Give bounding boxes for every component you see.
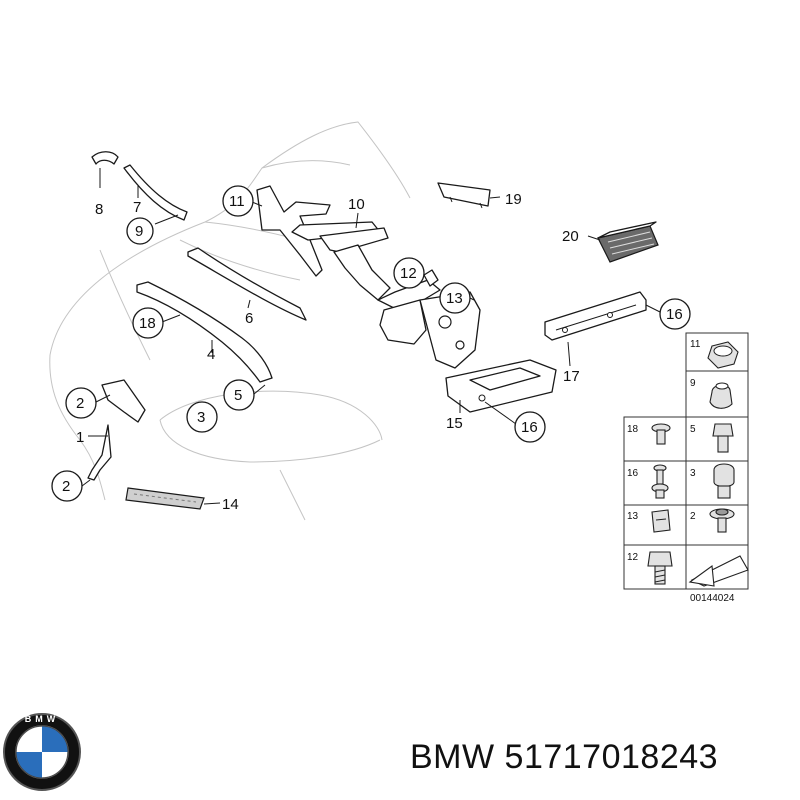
stud-16-icon — [651, 464, 669, 499]
car-outline — [49, 121, 411, 521]
washer-screw-2-icon — [709, 508, 735, 533]
callout-18-circle — [132, 307, 164, 339]
brand-name: BMW — [410, 738, 495, 776]
callout-2a: 2 — [76, 395, 84, 412]
callout-16b: 16 — [521, 419, 538, 436]
part-15-plate — [445, 359, 557, 413]
callout-8: 8 — [95, 201, 103, 218]
part-14-strip — [125, 487, 205, 510]
leader-lines — [81, 168, 663, 505]
callout-9: 9 — [135, 223, 143, 240]
callout-10: 10 — [348, 196, 365, 213]
callout-11: 11 — [229, 193, 245, 210]
bmw-logo-icon: BMW — [3, 713, 81, 791]
part-7-rod — [123, 164, 188, 221]
table-label-2: 2 — [690, 511, 696, 522]
callout-5: 5 — [234, 387, 242, 404]
table-label-5: 5 — [690, 424, 696, 435]
callout-3: 3 — [197, 409, 205, 426]
callout-4: 4 — [207, 346, 215, 363]
callout-5-circle — [223, 379, 255, 411]
callout-6: 6 — [245, 310, 253, 327]
drawing-number: 00144024 — [690, 593, 735, 604]
callout-17: 17 — [563, 368, 580, 385]
front-frame-assembly — [256, 185, 481, 369]
part-6-member — [187, 247, 307, 321]
table-label-18: 18 — [627, 424, 639, 435]
callout-7: 7 — [133, 199, 141, 216]
part-19-cover — [437, 182, 491, 209]
callout-12: 12 — [400, 265, 417, 282]
callout-16a: 16 — [666, 306, 683, 323]
bolt-12-icon — [647, 551, 673, 585]
table-label-9: 9 — [690, 378, 696, 389]
hose-clip-icon — [709, 382, 733, 409]
part-8-hose — [91, 151, 119, 165]
callout-1: 1 — [76, 429, 84, 446]
callout-3-circle — [186, 401, 218, 433]
table-label-13: 13 — [627, 511, 639, 522]
callout-2a-circle — [65, 387, 97, 419]
callout-18: 18 — [139, 315, 156, 332]
callout-15: 15 — [446, 415, 463, 432]
fastener-table: 11 9 18 5 16 3 13 2 12 — [623, 332, 749, 604]
table-label-3: 3 — [690, 468, 696, 479]
callout-14: 14 — [222, 496, 239, 513]
part-number-caption: BMW 51717018243 — [410, 738, 718, 777]
callout-2b: 2 — [62, 478, 70, 495]
callout-19: 19 — [505, 191, 522, 208]
screw-5-icon — [712, 423, 734, 453]
table-label-12: 12 — [627, 552, 639, 563]
callout-16b-circle — [514, 411, 546, 443]
svg-text:BMW: BMW — [25, 714, 60, 724]
part-number: 51717018243 — [504, 738, 719, 776]
table-label-16: 16 — [627, 468, 639, 479]
callout-13: 13 — [446, 290, 463, 307]
arrow-icon — [688, 555, 749, 587]
table-label-11: 11 — [690, 339, 701, 350]
bolt-18-icon — [651, 423, 671, 445]
part-4-member — [136, 281, 273, 383]
part-20-grille — [597, 221, 659, 263]
callout-16a-circle — [659, 298, 691, 330]
callout-13-circle — [439, 282, 471, 314]
callout-9-circle — [126, 217, 154, 245]
callout-20: 20 — [562, 228, 579, 245]
part-17-rail — [544, 291, 647, 341]
callout-11-circle — [222, 185, 254, 217]
part-1-hood-stay — [87, 379, 146, 481]
callout-2b-circle — [51, 470, 83, 502]
hex-nut-icon — [707, 341, 739, 369]
clip-13-icon — [651, 509, 671, 533]
callout-12-circle — [393, 257, 425, 289]
callouts: 8 7 9 11 10 12 13 19 20 16 17 15 16 6 18… — [51, 185, 691, 513]
nut-3-icon — [713, 463, 735, 499]
